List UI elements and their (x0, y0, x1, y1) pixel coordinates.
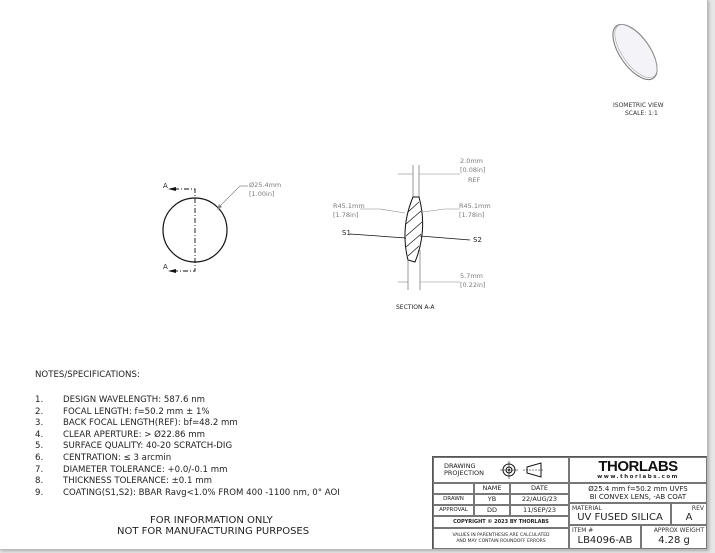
drawn-date: 22/AUG/23 (510, 494, 569, 505)
notes-heading: NOTES/SPECIFICATIONS: (35, 370, 140, 380)
section-label-bottom: A (163, 263, 168, 271)
material-label: MATERIAL (572, 505, 602, 512)
center-thickness-mm: 5.7mm (460, 272, 484, 280)
arrow-icon (217, 204, 222, 210)
note-number: 1. (35, 395, 44, 405)
section-line (174, 188, 196, 272)
title-block: DRAWING PROJECTION NAME DATE DRAWN YB 22… (432, 456, 707, 549)
copyright: COPYRIGHT © 2023 BY THORLABS (433, 516, 569, 528)
note-text: DESIGN WAVELENGTH: 587.6 nm (63, 395, 206, 405)
drawn-label: DRAWN (433, 494, 474, 505)
description-cell: Ø25.4 mm f=50.2 mm UVFS BI CONVEX LENS, … (569, 483, 707, 503)
disclaimer-line-2: NOT FOR MANUFACTURING PURPOSES (117, 526, 310, 537)
drawing-projection-label: DRAWING PROJECTION (444, 462, 484, 477)
drawing-projection-cell: DRAWING PROJECTION (433, 457, 569, 483)
third-angle-projection-icon (500, 461, 544, 479)
blank-cell (433, 483, 474, 494)
section-label-top: A (163, 182, 168, 190)
note-number: 6. (35, 453, 44, 463)
logo-cell: THORLABS www.thorlabs.com (569, 457, 707, 483)
diameter-mm: Ø25.4mm (249, 181, 282, 189)
diameter-in: [1.00in] (249, 190, 275, 198)
material-cell: MATERIAL UV FUSED SILICA (569, 503, 671, 525)
note-number: 7. (35, 464, 44, 475)
leader-line (217, 185, 248, 209)
note-text: CLEAR APERTURE: > Ø22.86 mm (63, 429, 205, 440)
weight-label: APPROX WEIGHT (653, 527, 704, 534)
col-name: NAME (474, 483, 510, 494)
isometric-scale: SCALE: 1:1 (625, 110, 658, 117)
edge-thickness-mm: 2.0mm (460, 157, 484, 165)
edge-thickness-ref: REF (468, 176, 481, 184)
note-text: COATING(S1,S2): BBAR Ravg<1.0% FROM 400 … (63, 487, 340, 498)
note-text: SURFACE QUALITY: 40-20 SCRATCH-DIG (63, 441, 233, 452)
radius-1-in: [1.78in] (333, 211, 359, 219)
note-text: FOCAL LENGTH: f=50.2 mm ± 1% (63, 406, 210, 417)
surface-2-label: S2 (473, 236, 482, 244)
note-number: 3. (35, 418, 44, 429)
item-number: LB4096-AB (577, 534, 633, 546)
note-number: 8. (35, 476, 44, 487)
radius-2-mm: R45.1mm (459, 202, 491, 210)
note-text: CENTRATION: ≤ 3 arcmin (63, 453, 172, 463)
note-text: THICKNESS TOLERANCE: ±0.1 mm (63, 476, 212, 487)
rev-cell: REV A (671, 503, 707, 525)
rev-value: A (685, 511, 693, 523)
note-number: 5. (35, 441, 44, 452)
radius-2-in: [1.78in] (459, 211, 485, 219)
description-line-1: Ø25.4 mm f=50.2 mm UVFS (588, 485, 688, 493)
section-view-drawing (349, 165, 471, 290)
front-view-drawing (162, 185, 248, 273)
item-label: ITEM # (572, 527, 594, 534)
approval-name: DD (474, 505, 510, 516)
values-note: VALUES IN PARENTHESIS ARE CALCULATED AND… (433, 528, 569, 549)
edge-thickness-in: [0.08in] (460, 166, 486, 174)
description-line-2: BI CONVEX LENS, -AB COAT (589, 493, 687, 501)
weight-cell: APPROX WEIGHT 4.28 g (641, 525, 707, 549)
note-text: BACK FOCAL LENGTH(REF): bf=48.2 mm (63, 418, 238, 429)
approval-date: 11/SEP/23 (510, 505, 569, 516)
isometric-lens-drawing (612, 23, 658, 81)
arrow-icon (168, 187, 176, 191)
note-number: 9. (35, 487, 44, 498)
radius-1-mm: R45.1mm (333, 202, 365, 210)
website: www.thorlabs.com (597, 474, 679, 480)
disclaimer-line-1: FOR INFORMATION ONLY (150, 515, 273, 526)
arrow-icon (168, 269, 176, 273)
material-value: UV FUSED SILICA (577, 511, 663, 523)
note-text: DIAMETER TOLERANCE: +0.0/-0.1 mm (63, 464, 228, 475)
col-date: DATE (510, 483, 569, 494)
isometric-title: ISOMETRIC VIEW (613, 102, 664, 109)
section-title: SECTION A-A (396, 304, 435, 311)
thorlabs-logo: THORLABS (598, 458, 678, 475)
rev-label: REV (691, 505, 704, 512)
approval-label: APPROVAL (433, 505, 474, 516)
center-thickness-in: [0.22in] (460, 281, 486, 289)
note-number: 2. (35, 406, 44, 417)
drawn-name: YB (474, 494, 510, 505)
item-cell: ITEM # LB4096-AB (569, 525, 641, 549)
weight-value: 4.28 g (658, 534, 690, 546)
surface-1-label: S1 (342, 229, 351, 237)
note-number: 4. (35, 429, 44, 440)
